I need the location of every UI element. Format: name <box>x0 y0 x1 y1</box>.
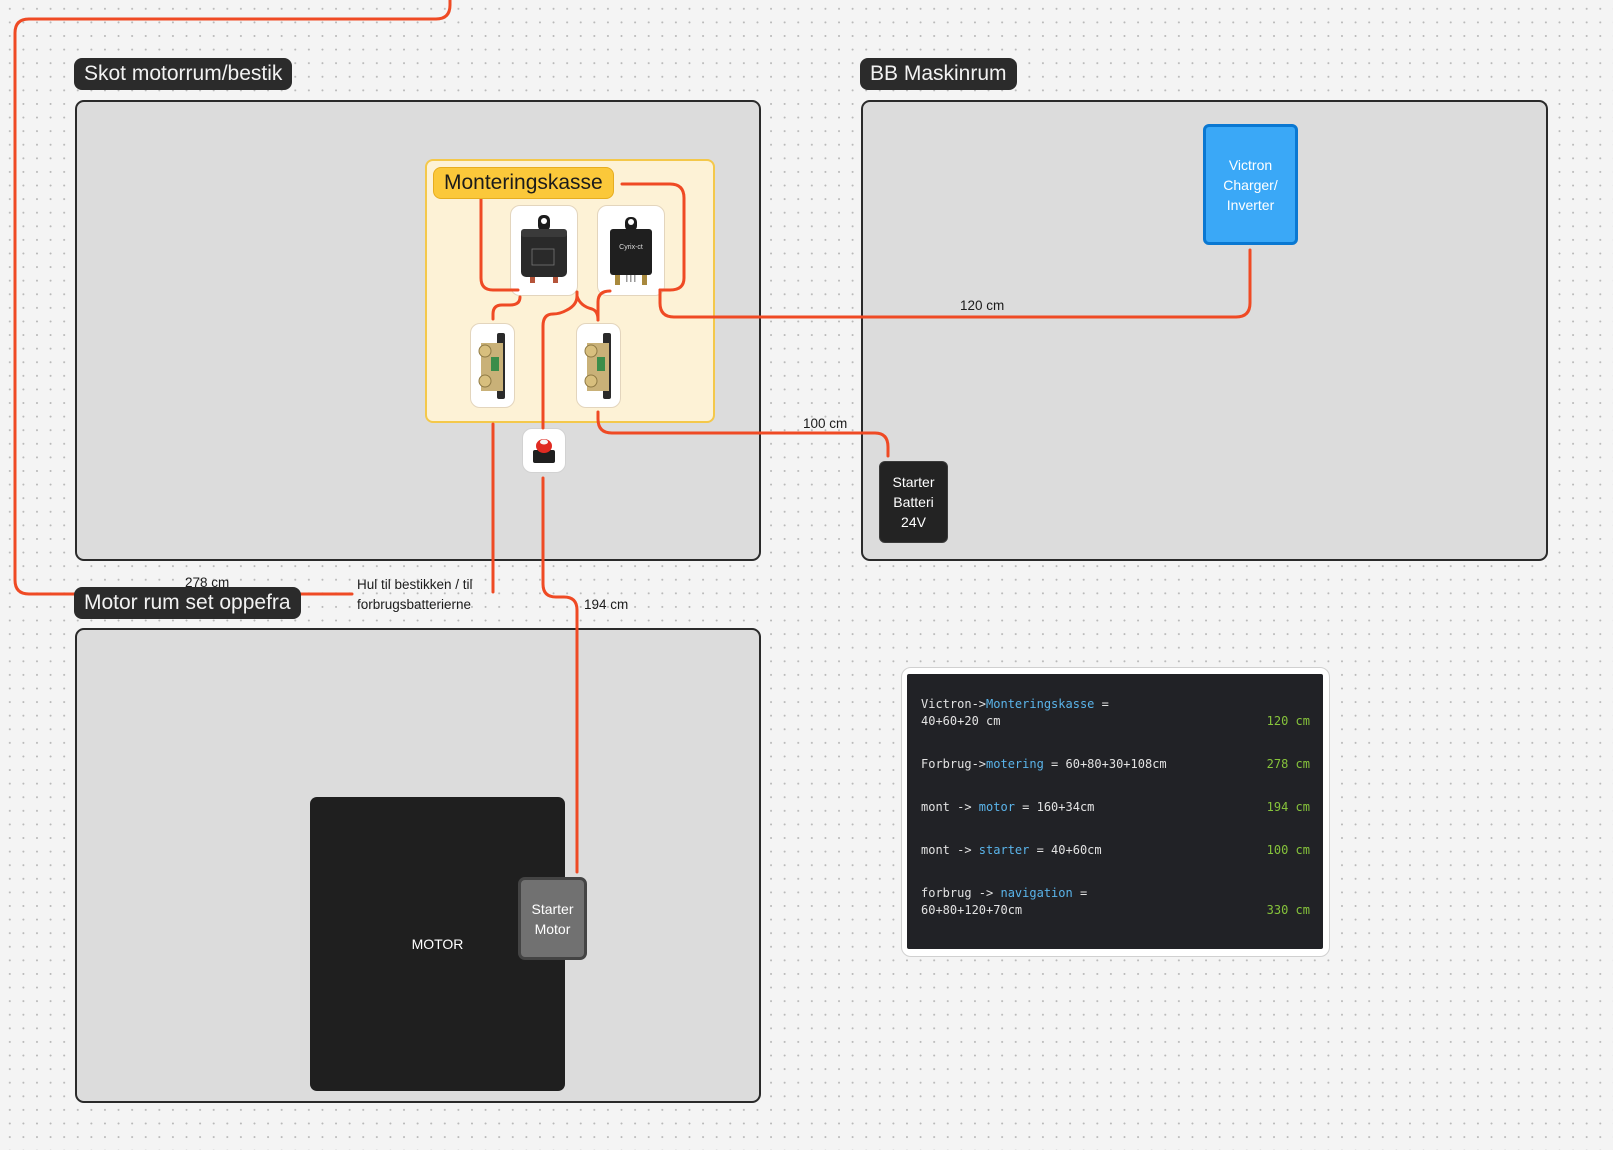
calc-row-result: 330 cm <box>1266 903 1310 917</box>
battery-switch-icon <box>533 438 555 463</box>
wire-mkasse-right[interactable] <box>620 182 686 292</box>
relay-icon <box>521 214 567 283</box>
shunt-icon <box>584 332 611 399</box>
calc-row-post: = 160+34cm <box>1014 800 1095 814</box>
monteringskasse-label[interactable]: Monteringskasse <box>433 167 614 199</box>
victron-line-2: Charger/ <box>1223 176 1278 193</box>
section-label-motorrum[interactable]: Motor rum set oppefra <box>74 587 301 619</box>
calc-row-result: 120 cm <box>1266 714 1310 728</box>
starter-motor-line-1: Starter <box>531 900 574 917</box>
calc-row-post: = 40+60+20 cm <box>921 697 1109 728</box>
starter-battery-line-1: Starter <box>892 474 935 490</box>
calc-row-pre: Forbrug-> <box>921 757 987 771</box>
calc-row: Victron->Monteringskasse = 40+60+20 cm 1… <box>921 696 1310 730</box>
calc-row-result: 100 cm <box>1266 843 1310 857</box>
wire-mkasse-left[interactable] <box>479 197 520 292</box>
starter-battery[interactable]: Starter Batteri 24V <box>879 461 948 543</box>
shunt-right-card[interactable] <box>576 323 621 408</box>
shunt-left-card[interactable] <box>470 323 515 408</box>
wire-cyrix-shunt[interactable] <box>575 294 600 322</box>
calc-row-keyword: motor <box>978 800 1015 814</box>
hole-note: Hul til bestikken / til forbrugsbatterie… <box>357 575 473 615</box>
wire-label-starter: 100 cm <box>803 416 848 431</box>
section-label-bb[interactable]: BB Maskinrum <box>860 58 1017 90</box>
calc-code-block[interactable]: Victron->Monteringskasse = 40+60+20 cm 1… <box>907 674 1323 949</box>
victron-line-3: Inverter <box>1226 196 1275 213</box>
calc-row-keyword: navigation <box>1000 886 1073 900</box>
victron-charger-inverter[interactable]: Victron Charger/ Inverter <box>1203 124 1298 245</box>
calc-row-keyword: motering <box>986 757 1044 771</box>
starter-battery-line-2: Batteri <box>893 494 934 510</box>
calc-row-post: = 60+80+120+70cm <box>921 886 1088 917</box>
calc-row-pre: forbrug -> <box>921 886 1001 900</box>
wire-relay-shunt[interactable] <box>491 295 522 321</box>
cyrix-ct-icon: Cyrix-ct <box>610 216 652 285</box>
calc-row-pre: mont -> <box>921 800 979 814</box>
calc-row: mont -> motor = 160+34cm 194 cm <box>921 799 1310 816</box>
calc-row-post: = 40+60cm <box>1029 843 1102 857</box>
wire-cyrix-shunt-2[interactable] <box>596 289 612 322</box>
wire-starter-battery[interactable] <box>596 410 890 458</box>
cyrix-brand-text: Cyrix-ct <box>619 244 643 251</box>
calc-row: Forbrug->motering = 60+80+30+108cm 278 c… <box>921 756 1310 773</box>
calc-row-result: 278 cm <box>1266 757 1310 771</box>
motor-label: MOTOR <box>411 936 464 952</box>
calc-row-keyword: starter <box>978 843 1030 857</box>
calc-row-post: = 60+80+30+108cm <box>1043 757 1167 771</box>
section-label-skot[interactable]: Skot motorrum/bestik <box>74 58 293 90</box>
wire-relay-switch[interactable] <box>541 290 579 430</box>
calc-row-result: 194 cm <box>1266 800 1310 814</box>
hole-note-line-1: Hul til bestikken / til <box>357 577 473 592</box>
wire-label-victron: 120 cm <box>960 298 1005 313</box>
wire-label-motor: 194 cm <box>584 597 629 612</box>
relay-card[interactable] <box>510 205 578 296</box>
victron-line-1: Victron <box>1228 156 1273 173</box>
starter-motor-line-2: Motor <box>534 920 571 937</box>
calc-row-pre: mont -> <box>921 843 979 857</box>
cyrix-ct-card[interactable]: Cyrix-ct <box>597 205 665 296</box>
battery-switch-card[interactable] <box>522 428 566 473</box>
wire-starter-motor[interactable] <box>541 476 579 874</box>
wire-label-forbrug: 278 cm <box>185 575 230 590</box>
hole-note-line-2: forbrugsbatterierne <box>357 597 472 612</box>
calc-row: mont -> starter = 40+60cm 100 cm <box>921 842 1310 859</box>
calc-row-pre: Victron-> <box>921 697 987 711</box>
starter-battery-line-3: 24V <box>901 514 926 530</box>
wire-forbrug[interactable] <box>13 0 452 596</box>
wire-victron[interactable] <box>658 248 1252 319</box>
shunt-icon <box>478 332 505 399</box>
starter-motor[interactable]: Starter Motor <box>518 877 587 960</box>
calc-row: forbrug -> navigation = 60+80+120+70cm 3… <box>921 885 1310 919</box>
calc-row-keyword: Monteringskasse <box>986 697 1095 711</box>
